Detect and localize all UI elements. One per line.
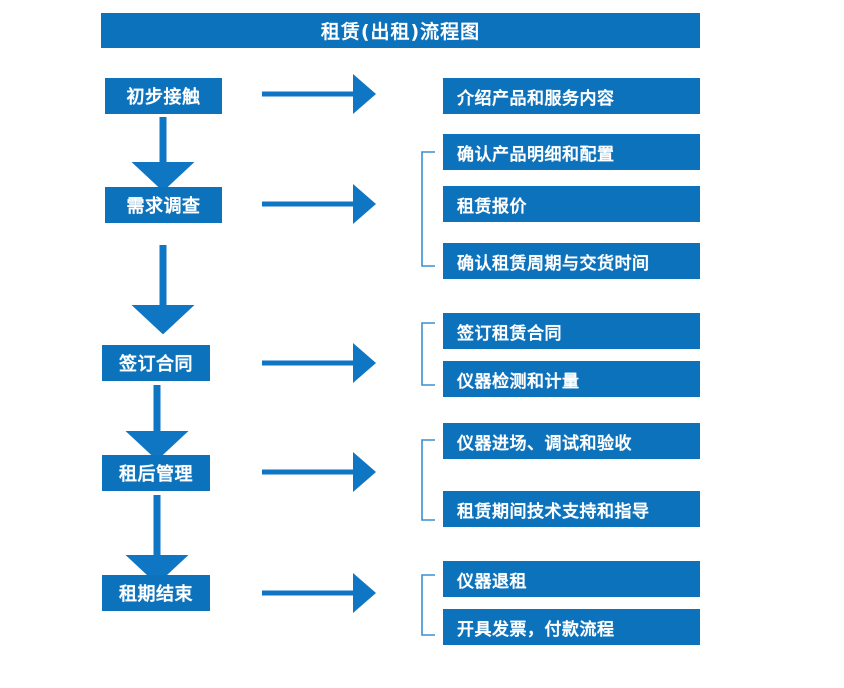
detail-label: 仪器退租 <box>457 571 527 592</box>
detail-box-confirm-product-details-config[interactable]: 确认产品明细和配置 <box>443 134 700 170</box>
flowchart-title-banner: 租赁(出租)流程图 <box>101 13 700 48</box>
detail-box-introduce-products-services[interactable]: 介绍产品和服务内容 <box>443 78 700 114</box>
bracket-group3 <box>421 322 435 386</box>
stage-label: 需求调查 <box>126 196 201 217</box>
stage-box-initial-contact[interactable]: 初步接触 <box>105 78 222 114</box>
detail-label: 仪器检测和计量 <box>457 371 580 392</box>
detail-box-instrument-return[interactable]: 仪器退租 <box>443 561 700 597</box>
bracket-group2 <box>421 151 435 267</box>
stage-horizontal-arrows <box>262 74 376 613</box>
stage-label: 初步接触 <box>126 87 201 108</box>
detail-label: 确认产品明细和配置 <box>457 144 615 165</box>
detail-box-instrument-inspection-metering[interactable]: 仪器检测和计量 <box>443 361 700 397</box>
detail-label: 签订租赁合同 <box>457 323 562 344</box>
detail-box-rental-quotation[interactable]: 租赁报价 <box>443 186 700 222</box>
stage-label: 签订合同 <box>119 354 193 375</box>
detail-label: 租赁报价 <box>457 196 527 217</box>
stage-label: 租期结束 <box>119 584 193 605</box>
bracket-group5 <box>421 574 435 636</box>
group-brackets <box>421 151 435 636</box>
detail-label: 仪器进场、调试和验收 <box>457 433 632 454</box>
detail-label: 介绍产品和服务内容 <box>457 88 615 109</box>
stage-box-post-rental-management[interactable]: 租后管理 <box>102 455 210 491</box>
detail-box-sign-rental-contract[interactable]: 签订租赁合同 <box>443 313 700 349</box>
bracket-group4 <box>421 439 435 521</box>
stage-box-rental-end[interactable]: 租期结束 <box>102 575 210 611</box>
detail-box-technical-support-during-rental[interactable]: 租赁期间技术支持和指导 <box>443 491 700 527</box>
detail-box-confirm-rental-period-delivery[interactable]: 确认租赁周期与交货时间 <box>443 243 700 279</box>
detail-label: 开具发票，付款流程 <box>457 619 615 640</box>
stage-box-needs-survey[interactable]: 需求调查 <box>105 187 222 223</box>
detail-label: 租赁期间技术支持和指导 <box>457 501 650 522</box>
stage-box-sign-contract[interactable]: 签订合同 <box>102 345 210 381</box>
detail-label: 确认租赁周期与交货时间 <box>457 253 650 274</box>
detail-box-invoice-payment-process[interactable]: 开具发票，付款流程 <box>443 609 700 645</box>
detail-box-instrument-entry-commissioning-acceptance[interactable]: 仪器进场、调试和验收 <box>443 423 700 459</box>
stage-label: 租后管理 <box>119 464 193 485</box>
stage-vertical-arrows <box>125 117 195 585</box>
